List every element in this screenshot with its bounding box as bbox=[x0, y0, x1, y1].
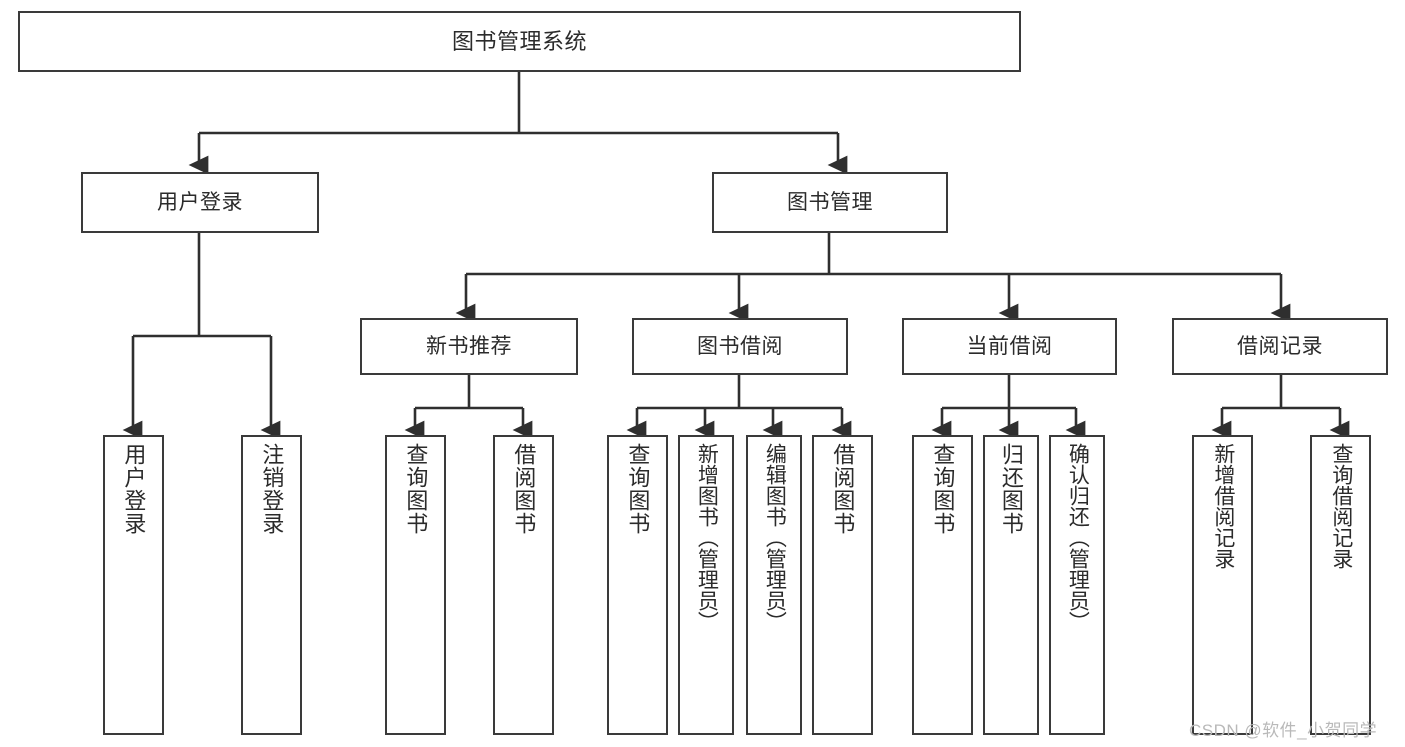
node-label: 查询借阅记录 bbox=[1329, 443, 1353, 569]
node-label: 当前借阅 bbox=[966, 334, 1053, 358]
node-book-borrow[interactable]: 图书借阅 bbox=[632, 318, 848, 375]
leaf-node-borrow-book-recommend[interactable]: 借阅图书 bbox=[493, 435, 554, 735]
node-label: 新增借阅记录 bbox=[1211, 443, 1235, 569]
node-label: 借阅图书 bbox=[511, 443, 537, 535]
node-label: 编辑图书（管理员） bbox=[763, 443, 787, 632]
node-label: 图书借阅 bbox=[697, 334, 783, 358]
node-label: 确认归还（管理员） bbox=[1066, 443, 1090, 632]
node-label: 注销登录 bbox=[259, 443, 285, 535]
leaf-node-query-book-current[interactable]: 查询图书 bbox=[912, 435, 973, 735]
node-label: 新增图书（管理员） bbox=[695, 443, 719, 632]
node-label: 图书管理系统 bbox=[451, 28, 587, 54]
node-label: 查询图书 bbox=[930, 443, 956, 535]
node-root-book-management-system[interactable]: 图书管理系统 bbox=[18, 11, 1021, 72]
node-user-login[interactable]: 用户登录 bbox=[81, 172, 319, 233]
leaf-node-query-book-recommend[interactable]: 查询图书 bbox=[385, 435, 446, 735]
node-label: 归还图书 bbox=[998, 443, 1024, 535]
leaf-node-edit-book-admin[interactable]: 编辑图书（管理员） bbox=[746, 435, 802, 735]
leaf-node-query-borrow-record[interactable]: 查询借阅记录 bbox=[1310, 435, 1371, 735]
node-label: 查询图书 bbox=[625, 443, 651, 535]
node-label: 用户登录 bbox=[157, 190, 243, 214]
node-label: 借阅图书 bbox=[830, 443, 856, 535]
csdn-watermark: CSDN @软件_小贺同学 bbox=[1189, 721, 1378, 740]
leaf-node-borrow-book[interactable]: 借阅图书 bbox=[812, 435, 873, 735]
leaf-node-add-borrow-record[interactable]: 新增借阅记录 bbox=[1192, 435, 1253, 735]
node-label: 查询图书 bbox=[403, 443, 429, 535]
node-borrow-record[interactable]: 借阅记录 bbox=[1172, 318, 1388, 375]
node-label: 借阅记录 bbox=[1237, 334, 1323, 358]
leaf-node-logout-login[interactable]: 注销登录 bbox=[241, 435, 302, 735]
leaf-node-query-book-borrow[interactable]: 查询图书 bbox=[607, 435, 668, 735]
node-label: 新书推荐 bbox=[426, 334, 512, 358]
leaf-node-add-book-admin[interactable]: 新增图书（管理员） bbox=[678, 435, 734, 735]
node-book-management[interactable]: 图书管理 bbox=[712, 172, 948, 233]
node-label: 图书管理 bbox=[787, 190, 873, 214]
leaf-node-confirm-return-admin[interactable]: 确认归还（管理员） bbox=[1049, 435, 1105, 735]
leaf-node-return-book[interactable]: 归还图书 bbox=[983, 435, 1039, 735]
leaf-node-user-login[interactable]: 用户登录 bbox=[103, 435, 164, 735]
node-new-book-recommend[interactable]: 新书推荐 bbox=[360, 318, 578, 375]
node-label: 用户登录 bbox=[121, 443, 147, 535]
node-current-borrow[interactable]: 当前借阅 bbox=[902, 318, 1117, 375]
